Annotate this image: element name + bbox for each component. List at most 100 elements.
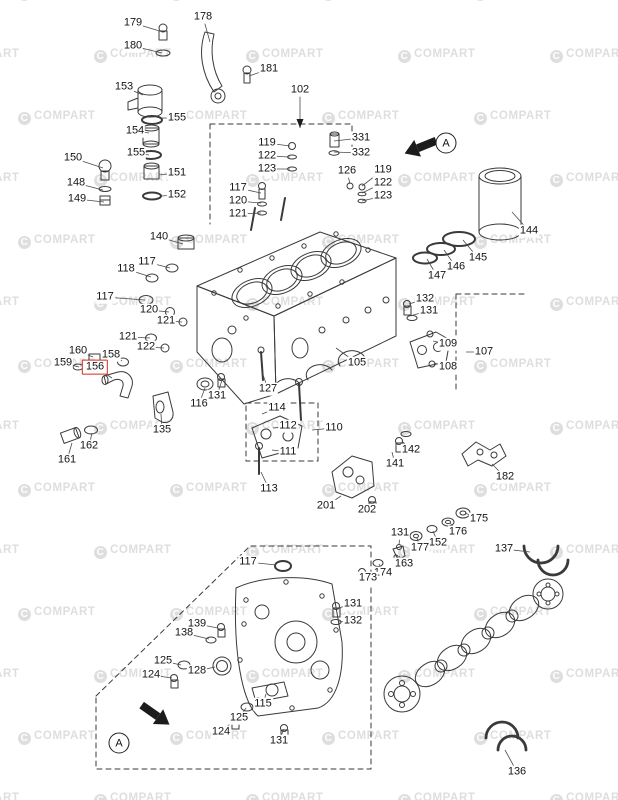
part-label-177[interactable]: 177	[409, 541, 431, 555]
watermark-logo-icon: C	[550, 794, 563, 800]
part-label-128[interactable]: 128	[186, 664, 208, 678]
part-label-116[interactable]: 116	[189, 397, 209, 411]
part-label-155[interactable]: 155	[166, 111, 188, 125]
part-label-127[interactable]: 127	[257, 382, 279, 396]
part-label-179[interactable]: 179	[122, 16, 144, 30]
part-label-175[interactable]: 175	[468, 512, 490, 526]
part-label-123[interactable]: 123	[372, 189, 394, 203]
part-label-125[interactable]: 125	[228, 711, 250, 725]
part-label-111[interactable]: 111	[278, 445, 298, 459]
part-label-112[interactable]: 112	[278, 419, 298, 433]
part-label-138[interactable]: 138	[173, 626, 195, 640]
part-label-121[interactable]: 121	[155, 314, 177, 328]
part-label-122[interactable]: 122	[135, 340, 157, 354]
watermark-logo-icon: C	[322, 0, 335, 1]
part-label-123[interactable]: 123	[256, 162, 278, 176]
part-label-117[interactable]: 117	[228, 181, 248, 195]
watermark-logo-icon: C	[18, 112, 31, 125]
part-label-156-highlighted[interactable]: 156	[81, 359, 109, 375]
part-label-125[interactable]: 125	[152, 654, 174, 668]
part-label-117[interactable]: 117	[137, 255, 157, 269]
part-label-332[interactable]: 332	[350, 146, 372, 160]
part-label-152[interactable]: 152	[166, 188, 188, 202]
part-label-173[interactable]: 173	[357, 571, 379, 585]
part-label-146[interactable]: 146	[445, 260, 467, 274]
part-label-121[interactable]: 121	[227, 207, 249, 221]
part-label-121[interactable]: 121	[117, 330, 139, 344]
part-label-142[interactable]: 142	[400, 443, 422, 457]
part-label-140[interactable]: 140	[148, 230, 170, 244]
part-label-162[interactable]: 162	[78, 439, 100, 453]
part-label-119[interactable]: 119	[373, 163, 393, 177]
part-label-149[interactable]: 149	[66, 192, 88, 206]
watermark-logo-icon: C	[474, 112, 487, 125]
part-label-124[interactable]: 124	[210, 725, 232, 739]
part-label-176[interactable]: 176	[447, 525, 469, 539]
part-label-141[interactable]: 141	[384, 457, 406, 471]
part-label-153[interactable]: 153	[113, 80, 135, 94]
part-label-135[interactable]: 135	[151, 423, 173, 437]
part-label-151[interactable]: 151	[166, 166, 188, 180]
part-label-147[interactable]: 147	[426, 269, 448, 283]
part-label-158[interactable]: 158	[100, 348, 122, 362]
part-label-115[interactable]: 115	[253, 697, 273, 711]
part-label-117[interactable]: 117	[238, 555, 258, 569]
part-label-137[interactable]: 137	[493, 542, 515, 556]
part-label-202[interactable]: 202	[356, 503, 378, 517]
part-label-110[interactable]: 110	[324, 421, 344, 435]
part-label-331[interactable]: 331	[350, 131, 372, 145]
part-label-124[interactable]: 124	[140, 668, 162, 682]
part-label-118[interactable]: 118	[116, 262, 136, 276]
part-label-136[interactable]: 136	[506, 765, 528, 779]
watermark-logo-icon: C	[550, 298, 563, 311]
watermark-logo-icon: C	[94, 174, 107, 187]
part-label-122[interactable]: 122	[372, 176, 394, 190]
part-label-120[interactable]: 120	[227, 194, 249, 208]
part-label-131[interactable]: 131	[206, 389, 228, 403]
part-label-132[interactable]: 132	[414, 292, 436, 306]
detail-view-marker: A	[108, 732, 130, 754]
part-label-181[interactable]: 181	[258, 62, 280, 76]
part-label-102[interactable]: 102	[289, 83, 311, 97]
part-label-163[interactable]: 163	[393, 557, 415, 571]
part-label-120[interactable]: 120	[138, 303, 160, 317]
part-label-107[interactable]: 107	[473, 345, 495, 359]
part-label-160[interactable]: 160	[67, 344, 89, 358]
part-label-145[interactable]: 145	[467, 251, 489, 265]
part-label-105[interactable]: 105	[346, 356, 368, 370]
lower-bracket	[251, 415, 303, 475]
part-label-114[interactable]: 114	[267, 401, 287, 415]
part-label-144[interactable]: 144	[518, 224, 540, 238]
part-label-155[interactable]: 155	[125, 146, 147, 160]
part-label-161[interactable]: 161	[56, 453, 78, 467]
part-label-109[interactable]: 109	[437, 337, 459, 351]
part-label-117[interactable]: 117	[95, 290, 115, 304]
part-label-122[interactable]: 122	[256, 149, 278, 163]
part-label-178[interactable]: 178	[192, 10, 214, 24]
part-label-126[interactable]: 126	[336, 164, 358, 178]
part-label-131[interactable]: 131	[268, 734, 290, 748]
part-label-132[interactable]: 132	[342, 614, 364, 628]
part-label-159[interactable]: 159	[52, 356, 74, 370]
part-label-152[interactable]: 152	[427, 536, 449, 550]
part-label-119[interactable]: 119	[257, 136, 277, 150]
watermark-logo-icon: C	[170, 732, 183, 745]
part-label-131[interactable]: 131	[418, 304, 440, 318]
part-label-108[interactable]: 108	[437, 360, 459, 374]
part-label-180[interactable]: 180	[122, 39, 144, 53]
part-label-182[interactable]: 182	[494, 470, 516, 484]
part-label-148[interactable]: 148	[65, 176, 87, 190]
part-label-150[interactable]: 150	[62, 151, 84, 165]
part-label-201[interactable]: 201	[315, 499, 337, 513]
filler-assembly	[98, 23, 252, 206]
part-label-131[interactable]: 131	[389, 526, 411, 540]
part-label-113[interactable]: 113	[259, 482, 279, 496]
part-label-154[interactable]: 154	[124, 124, 146, 138]
part-label-131[interactable]: 131	[342, 597, 364, 611]
